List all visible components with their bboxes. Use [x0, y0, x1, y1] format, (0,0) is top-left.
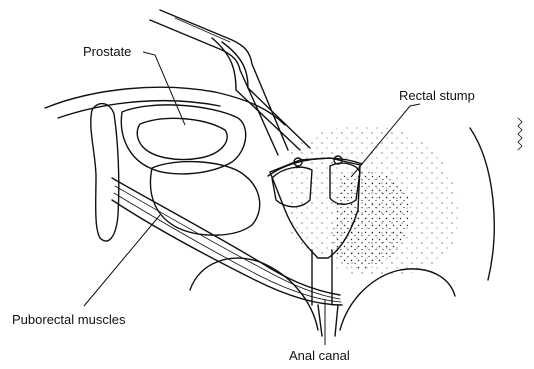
artist-mark — [518, 118, 522, 150]
leader-prostate — [143, 52, 185, 125]
label-puborectal-muscles: Puborectal muscles — [12, 312, 126, 327]
label-rectal-stump: Rectal stump — [399, 88, 475, 103]
right-buttock-contour — [340, 269, 455, 330]
leader-puborectal — [84, 215, 160, 306]
outer-skin-right — [470, 128, 494, 280]
pelvic-wall-outline — [45, 87, 285, 125]
instrument-arm-right-inner — [222, 42, 310, 148]
pelvic-wall-inner — [58, 101, 220, 118]
prostate-inner — [137, 118, 227, 159]
instrument-groove — [175, 18, 230, 42]
pubic-bone — [91, 104, 119, 241]
label-prostate: Prostate — [83, 44, 131, 59]
label-anal-canal: Anal canal — [289, 348, 350, 363]
anal-canal-line — [318, 305, 338, 336]
left-buttock-contour — [190, 258, 318, 330]
